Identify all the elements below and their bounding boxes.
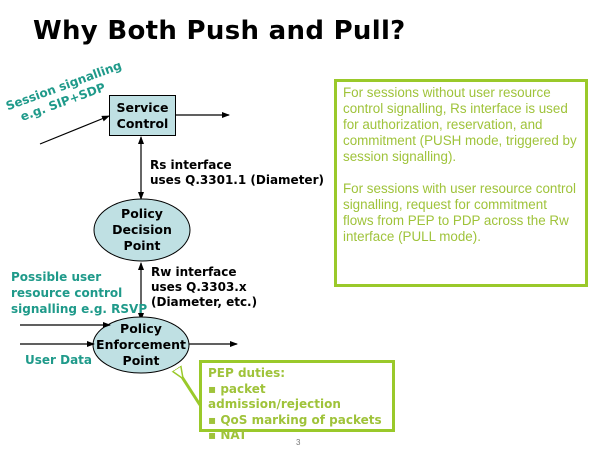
rs-interface-line-1: Rs interface <box>150 158 232 172</box>
pdp-node-label: Policy Decision Point <box>94 206 190 254</box>
pep-label-3: Point <box>122 353 160 368</box>
user-resource-line-2: resource control <box>11 286 123 300</box>
note-paragraph-pull: For sessions with user resource control … <box>343 181 576 244</box>
user-resource-line-1: Possible user <box>11 270 102 284</box>
user-resource-line-3: signalling e.g. RSVP <box>11 302 148 316</box>
rs-interface-label: Rs interface uses Q.3301.1 (Diameter) <box>150 158 324 188</box>
user-data-label: User Data <box>25 353 93 367</box>
service-control-label-2: Control <box>116 115 169 131</box>
pep-duties-box: PEP duties: ▪ packet admission/rejection… <box>199 360 395 442</box>
pep-label-2: Enforcement <box>96 337 186 352</box>
rw-interface-line-2: uses Q.3303.x <box>151 280 247 294</box>
pep-duty-item: ▪ QoS marking of packets <box>208 412 382 427</box>
note-paragraph-push: For sessions without user resource contr… <box>343 85 577 164</box>
pdp-label-2: Decision <box>112 222 172 237</box>
pdp-label-1: Policy <box>121 206 163 221</box>
page-number: 3 <box>296 438 301 447</box>
pdp-label-3: Point <box>123 238 161 253</box>
push-pull-note: For sessions without user resource contr… <box>334 79 588 287</box>
pep-duty-item: ▪ NAT <box>208 428 247 442</box>
pep-duty-text: packet admission/rejection <box>208 381 341 412</box>
session-signalling-arrow <box>39 115 110 145</box>
pdp-ellipse <box>93 198 191 262</box>
service-control-node: Service Control <box>109 95 176 136</box>
rw-interface-label: Rw interface uses Q.3303.x (Diameter, et… <box>151 265 257 310</box>
pep-node-label: Policy Enforcement Point <box>93 321 189 369</box>
slide-title: Why Both Push and Pull? <box>33 16 406 46</box>
pep-duty-text: NAT <box>220 428 247 442</box>
pep-label-1: Policy <box>120 321 162 336</box>
rw-interface-line-3: (Diameter, etc.) <box>151 295 258 309</box>
service-control-label-1: Service <box>116 99 169 115</box>
user-resource-signalling-label: Possible user resource control signallin… <box>11 269 147 317</box>
pep-duties-callout-arrow <box>182 377 202 406</box>
pep-duty-text: QoS marking of packets <box>220 412 382 427</box>
pep-duty-item: ▪ packet admission/rejection <box>208 381 341 412</box>
pep-duties-heading: PEP duties: <box>208 366 286 380</box>
rs-interface-line-2: uses Q.3301.1 (Diameter) <box>150 173 324 187</box>
rw-interface-line-1: Rw interface <box>151 265 237 279</box>
